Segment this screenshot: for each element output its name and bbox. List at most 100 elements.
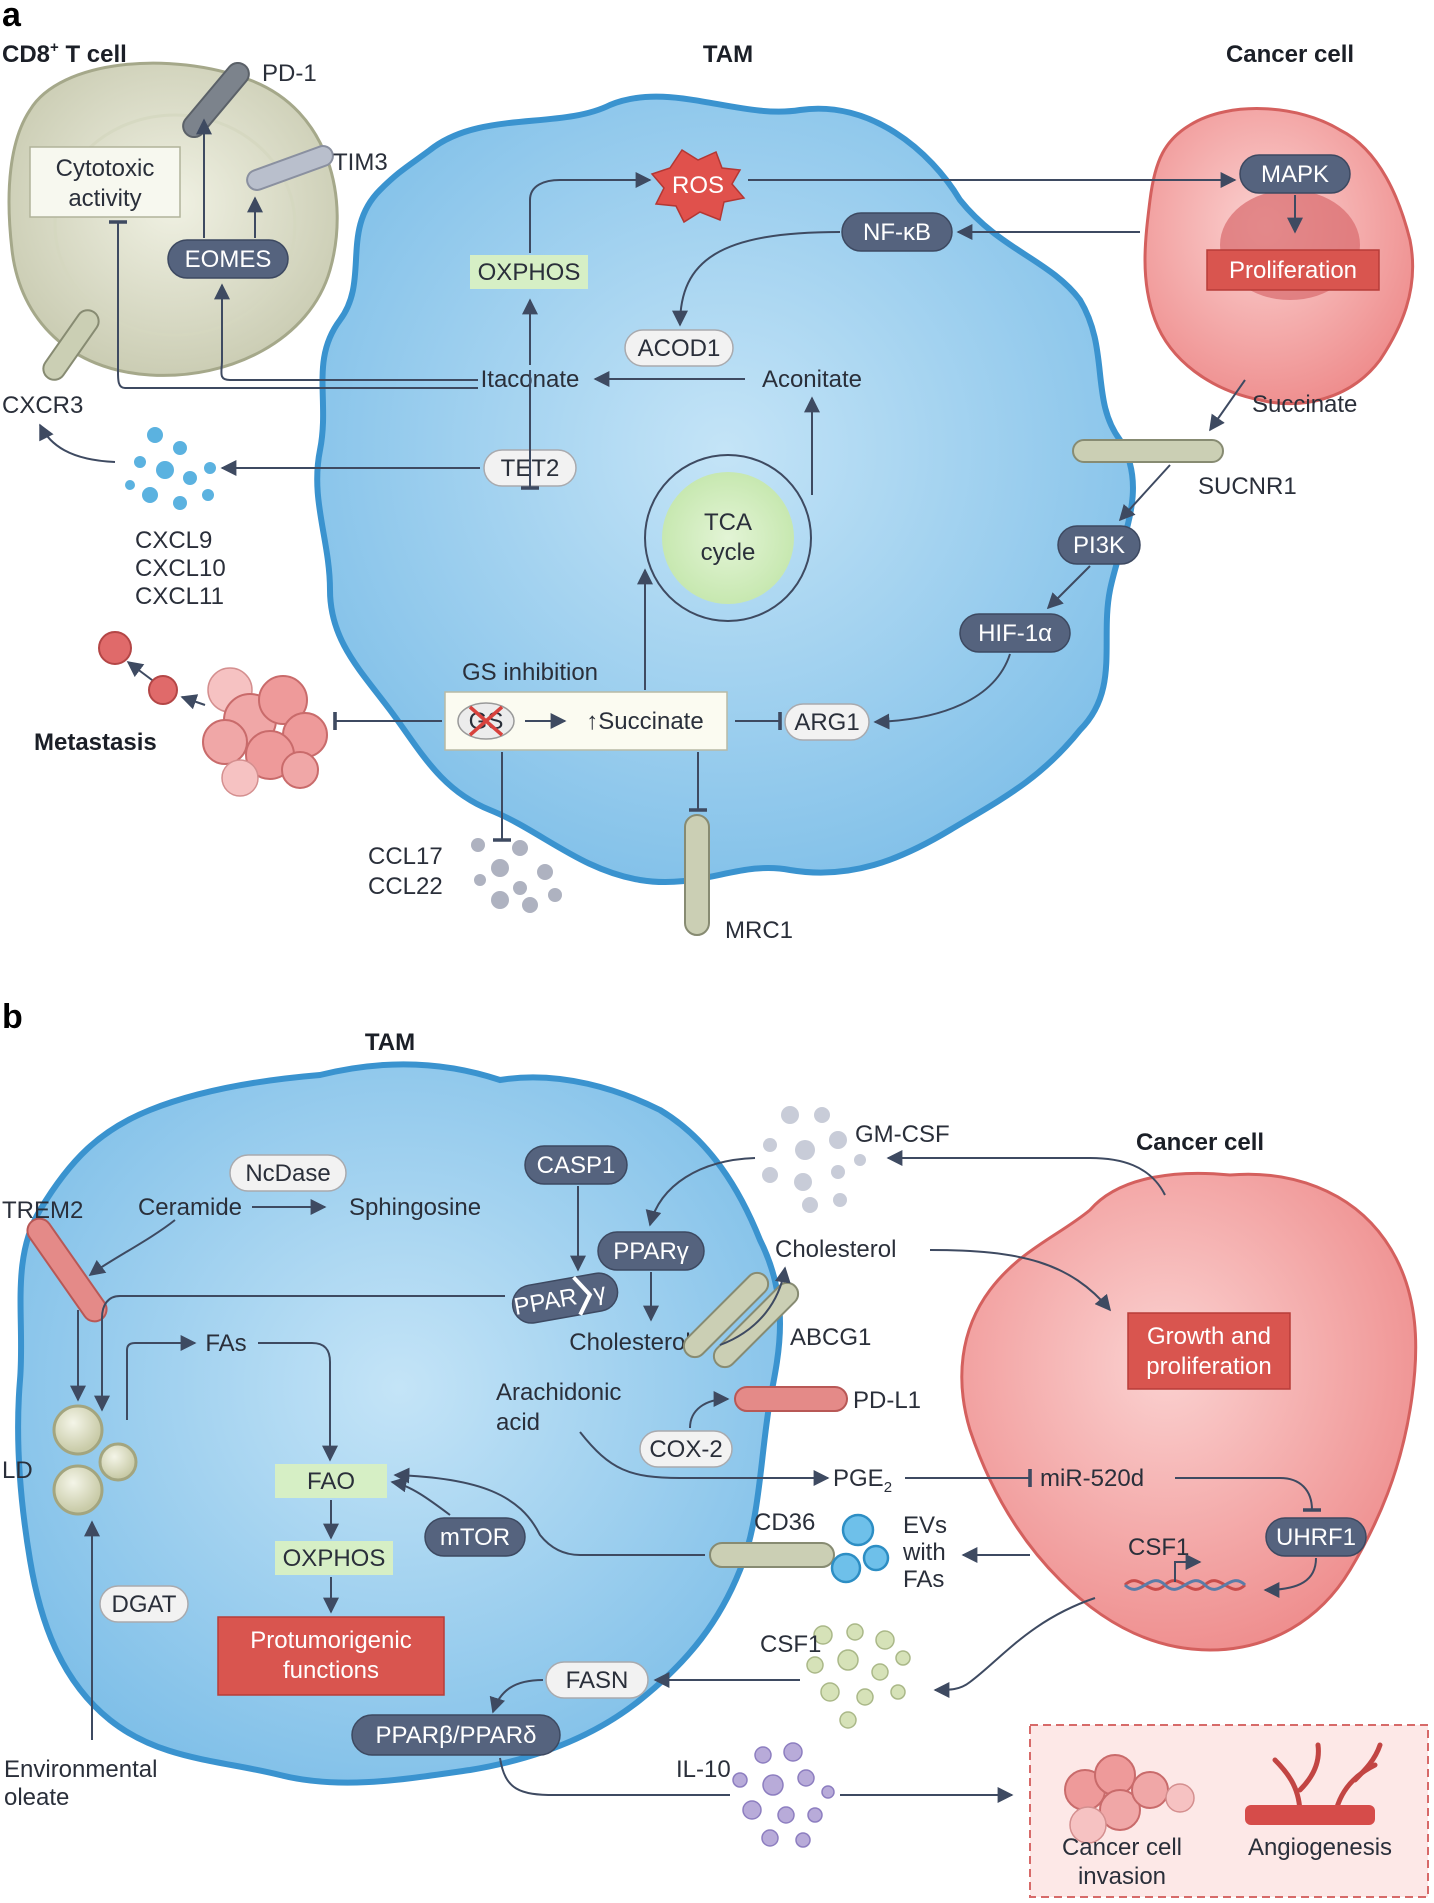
mir520d-label: miR-520d — [1040, 1465, 1144, 1492]
tca-line1: TCA — [704, 509, 752, 536]
trem2-label: TREM2 — [2, 1197, 83, 1224]
cytotoxic-line2: activity — [68, 185, 141, 212]
uhrf1-pill — [1265, 1517, 1367, 1557]
oxphos-box-a — [470, 255, 588, 289]
abcg1-label: ABCG1 — [790, 1324, 871, 1351]
cancer-title-a: Cancer cell — [1226, 41, 1354, 68]
protumor-box — [217, 1616, 445, 1696]
acod1-label: ACOD1 — [638, 335, 721, 362]
cancer-to-gmcsf-arrow — [886, 1150, 1166, 1196]
env-line1: Environmental — [4, 1756, 157, 1783]
mrc1-label: MRC1 — [725, 917, 793, 944]
metastasis-spread-arrow-1 — [126, 661, 153, 681]
sucnr1-receptor — [1072, 439, 1224, 463]
panel-b-label: b — [2, 998, 23, 1036]
pi3k-label: PI3K — [1073, 532, 1125, 559]
sucnr1-to-pi3k-arrow — [1118, 464, 1171, 522]
il10-label: IL-10 — [676, 1756, 731, 1783]
pdl1-label: PD-L1 — [853, 1387, 921, 1414]
cd8-t-cell — [7, 61, 339, 377]
growth-line1: Growth and — [1147, 1323, 1271, 1350]
succinate-label: Succinate — [1252, 391, 1357, 418]
tim3-receptor — [246, 145, 334, 191]
abcg1-receptor-1 — [682, 1271, 770, 1359]
arachidonic-line2: acid — [496, 1409, 540, 1436]
ccl17-label: CCL17 — [368, 843, 443, 870]
succinate-to-sucnr1-arrow — [1209, 379, 1246, 432]
csf1-gene-label: CSF1 — [1128, 1534, 1189, 1561]
metastasis-spread-arrow-2 — [180, 694, 206, 710]
arg1-label: ARG1 — [794, 709, 859, 736]
cd36-label: CD36 — [754, 1509, 815, 1536]
ceramide-to-trem2-arrow — [88, 1219, 176, 1276]
nfkb-pill — [841, 212, 953, 252]
cxcl11-label: CXCL11 — [135, 583, 224, 610]
growth-line2: proliferation — [1146, 1353, 1271, 1380]
ppar-to-il10-line — [499, 1757, 730, 1796]
casp1-label: CASP1 — [537, 1152, 616, 1179]
fasn-label: FASN — [566, 1667, 629, 1694]
il10-dots — [732, 1742, 835, 1848]
csf1-transcription-arrow — [1174, 1554, 1202, 1582]
oxphos-to-ros-arrow — [529, 172, 652, 253]
mtor-label: mTOR — [440, 1524, 510, 1551]
cox2-to-pdl1-arrow — [689, 1391, 730, 1429]
oxphos-box-b — [275, 1541, 393, 1575]
lipid-droplets — [52, 1404, 138, 1516]
csf1-label: CSF1 — [760, 1631, 821, 1658]
itaconate-to-eomes-arrow — [214, 283, 478, 381]
cytotoxic-box — [29, 146, 181, 218]
uhrf1-label: UHRF1 — [1276, 1524, 1356, 1551]
fao-label: FAO — [307, 1468, 355, 1495]
csf1-dots — [806, 1623, 911, 1729]
angiogenesis-label: Angiogenesis — [1248, 1834, 1392, 1861]
cxcl-chemokines — [125, 427, 216, 510]
mapk-label: MAPK — [1261, 161, 1329, 188]
cd36-receptor — [709, 1542, 835, 1568]
ppar-bd-label: PPARβ/PPARδ — [376, 1722, 537, 1749]
ccl-chemokines — [471, 838, 562, 913]
cancer-title-b: Cancer cell — [1136, 1129, 1264, 1156]
evs-line3: FAs — [903, 1566, 944, 1593]
arachidonic-to-pge2-arrow — [579, 1431, 830, 1486]
pparg-cleaved-tail: γ — [591, 1278, 608, 1307]
mapk-pill — [1239, 154, 1351, 194]
abcg1-receptor-2 — [712, 1281, 800, 1369]
panel-a-label: a — [2, 0, 22, 34]
sucnr1-label: SUCNR1 — [1198, 473, 1297, 500]
uhrf1-to-csf1-arrow — [1263, 1557, 1317, 1598]
metastasis-cluster-icon — [98, 631, 328, 797]
tam-cell-b — [15, 1061, 783, 1786]
mtor-pill — [424, 1517, 526, 1557]
cxcl9-label: CXCL9 — [135, 527, 212, 554]
oxphos-label-a: OXPHOS — [478, 259, 581, 286]
eomes-pill — [167, 239, 289, 279]
nfkb-label: NF-κB — [863, 219, 931, 246]
cytotoxic-line1: Cytotoxic — [56, 155, 155, 182]
fas-label: FAs — [205, 1330, 246, 1357]
pd1-label: PD-1 — [262, 60, 317, 87]
growth-box — [1127, 1312, 1291, 1390]
nfkb-to-acod1-arrow — [672, 231, 841, 327]
ros-label: ROS — [672, 172, 724, 199]
arachidonic-line1: Arachidonic — [496, 1379, 621, 1406]
metastasis-label: Metastasis — [34, 729, 157, 756]
cholesterol-efflux-arrow — [719, 1266, 791, 1346]
ccl22-label: CCL22 — [368, 873, 443, 900]
ld-to-fas-arrow — [126, 1335, 197, 1420]
hif-to-arg1-arrow — [873, 653, 1011, 730]
ncdase-label: NcDase — [245, 1160, 330, 1187]
cd36-to-fao-arrow — [393, 1467, 705, 1556]
pi3k-to-hif-arrow — [1046, 565, 1091, 610]
tca-line2: cycle — [701, 539, 756, 566]
protumor-line1: Protumorigenic — [250, 1627, 411, 1654]
cxcl-to-cxcr3-arrow — [39, 423, 116, 463]
pge2-label: PGE2 — [833, 1465, 892, 1496]
tim3-label: TIM3 — [333, 149, 388, 176]
pparg-to-ld-arrow — [94, 1295, 505, 1412]
aconitate-label: Aconitate — [762, 366, 862, 393]
hif-label: HIF-1α — [978, 620, 1052, 647]
angiogenesis-vessel-icon — [1245, 1805, 1375, 1825]
casp1-pill — [524, 1145, 628, 1185]
fasn-pill — [545, 1661, 649, 1699]
